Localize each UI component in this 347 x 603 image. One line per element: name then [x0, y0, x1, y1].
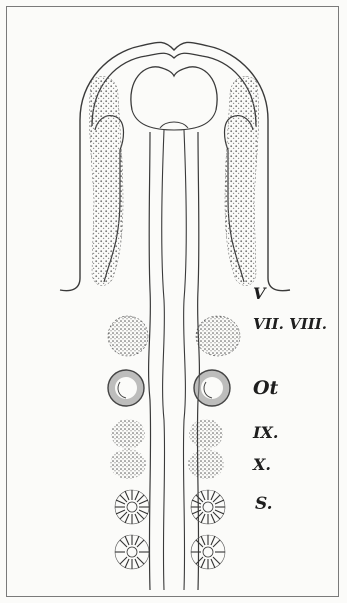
neural-tube-right-inner [183, 130, 186, 590]
label-ix: IX. [253, 425, 278, 441]
left-ganglion-v [89, 77, 123, 286]
neural-tube-left-inner [162, 130, 165, 590]
right-somite-2 [191, 535, 225, 569]
left-somite-1 [115, 490, 149, 524]
right-somite-1 [191, 490, 225, 524]
left-ganglion-x [110, 449, 146, 479]
left-ganglion-ix [111, 419, 145, 449]
neural-tube-left-outer [149, 132, 151, 590]
right-ganglion-ix [189, 419, 223, 449]
label-vii-viii: VII. VIII. [253, 317, 327, 332]
label-s: S. [255, 496, 273, 513]
label-ot: Ot [253, 379, 278, 398]
right-ganglion-x [188, 449, 224, 479]
label-x: X. [253, 457, 271, 473]
right-ganglion-v [225, 77, 259, 286]
label-v: V [253, 286, 265, 302]
left-somite-2 [115, 535, 149, 569]
brain-vesicle [131, 67, 217, 110]
